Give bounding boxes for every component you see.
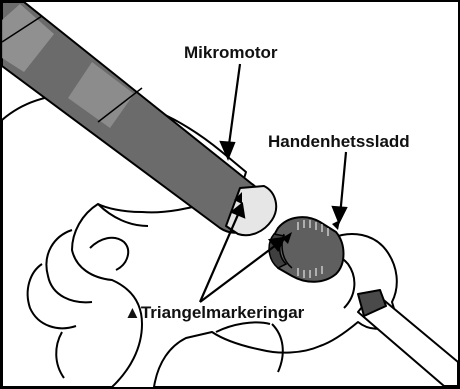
mikromotor-label: Mikromotor bbox=[184, 44, 278, 61]
handenhetssladd-arrow-line bbox=[340, 152, 346, 216]
triangle-glyph-icon: ▲ bbox=[124, 303, 141, 322]
triangelmarkeringar-label: ▲Triangelmarkeringar bbox=[124, 304, 304, 321]
handenhetssladd-label: Handenhetssladd bbox=[268, 133, 410, 150]
triangelmarkeringar-text: Triangelmarkeringar bbox=[141, 303, 304, 322]
mikromotor-arrow-line bbox=[228, 64, 240, 152]
handenhetssladd-arrowhead bbox=[333, 207, 346, 222]
